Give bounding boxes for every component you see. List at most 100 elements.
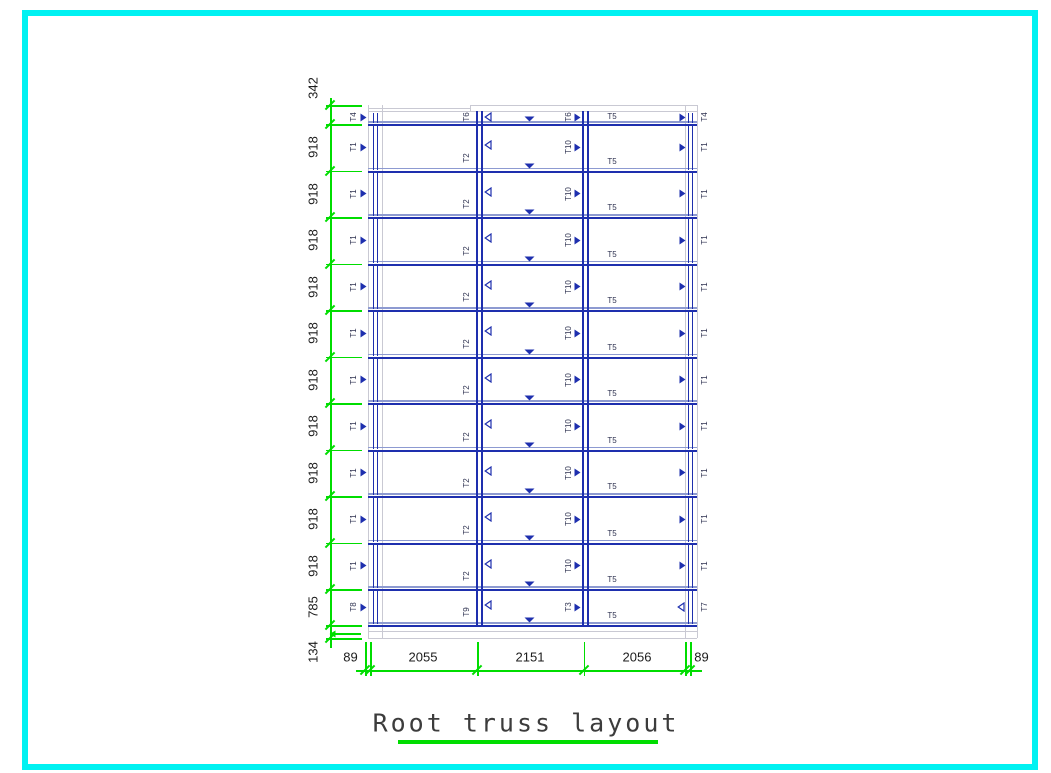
level-marker-down-icon <box>524 488 535 494</box>
truss-label-left: T1 <box>349 421 358 431</box>
truss-label-right: T1 <box>700 421 709 431</box>
dimension-label: 2056 <box>622 649 652 665</box>
chord-line-top <box>368 446 697 448</box>
truss-member-line <box>373 265 375 309</box>
truss-label-post: T2 <box>462 245 471 256</box>
extension-line <box>326 170 362 172</box>
chord-line-bottom <box>368 449 697 452</box>
extension-line <box>326 542 362 544</box>
outline-line <box>368 638 697 639</box>
truss-member-line <box>582 542 584 589</box>
chord-line-top <box>368 400 697 402</box>
dimension-label: 918 <box>305 275 321 298</box>
truss-member-line <box>377 358 379 402</box>
outline-line <box>368 108 470 109</box>
truss-label-right: T1 <box>700 514 709 524</box>
chord-line-bottom <box>368 310 697 312</box>
truss-label-span: T5 <box>607 575 617 584</box>
dimension-line <box>356 670 702 672</box>
outline-line <box>368 631 697 632</box>
truss-member-line <box>692 219 694 263</box>
truss-label-post: T2 <box>462 385 471 395</box>
dimension-label: 918 <box>305 415 321 438</box>
truss-member-line <box>582 263 584 310</box>
end-marker-right-icon <box>360 422 367 431</box>
end-marker-right-icon <box>679 375 686 384</box>
truss-member-line <box>688 405 690 449</box>
truss-member-line <box>373 113 375 123</box>
dimension-label: 342 <box>305 77 321 99</box>
chord-line-top <box>368 260 697 262</box>
splice-marker-left-icon <box>484 140 492 151</box>
truss-label-left: T1 <box>349 328 358 338</box>
truss-member-line <box>481 263 483 310</box>
truss-label-post: T10 <box>564 233 573 248</box>
truss-label-span: T5 <box>607 249 617 259</box>
truss-label-right: T4 <box>700 112 709 122</box>
end-marker-right-icon <box>679 329 686 338</box>
extension-line <box>326 449 362 451</box>
end-marker-right-icon <box>679 515 686 524</box>
level-marker-down-icon <box>524 349 535 355</box>
end-marker-right-icon <box>360 143 367 152</box>
extension-line <box>326 403 362 405</box>
chord-line-bottom <box>368 217 697 219</box>
truss-member-line <box>582 111 584 124</box>
truss-member-line <box>377 126 379 170</box>
truss-member-line <box>582 496 584 543</box>
truss-label-span: T5 <box>607 156 617 166</box>
truss-label-post: T10 <box>564 512 573 527</box>
dimension-arrow-left-icon <box>329 630 336 638</box>
truss-member-line <box>481 111 483 124</box>
end-marker-right-icon <box>360 515 367 524</box>
truss-label-span: T5 <box>607 611 617 620</box>
truss-member-line <box>692 591 694 624</box>
truss-label-post: T3 <box>564 602 573 612</box>
extension-line <box>365 642 367 676</box>
dimension-label: 2055 <box>408 649 438 665</box>
level-marker-down-icon <box>524 581 535 587</box>
truss-label-left: T1 <box>349 514 358 524</box>
truss-member-line <box>582 170 584 217</box>
end-marker-right-icon <box>360 603 367 612</box>
splice-marker-left-icon <box>484 186 492 197</box>
extension-line <box>326 638 362 640</box>
outline-line <box>470 105 471 111</box>
splice-marker-left-icon <box>484 558 492 569</box>
extension-line <box>326 356 362 358</box>
truss-label-post: T10 <box>564 279 573 294</box>
end-marker-right-icon <box>679 236 686 245</box>
truss-member-line <box>476 542 478 589</box>
level-marker-down-icon <box>524 535 535 541</box>
dimension-line <box>330 98 332 648</box>
truss-member-line <box>692 172 694 216</box>
dimension-label: 134 <box>305 641 321 663</box>
truss-label-post: T9 <box>462 607 471 617</box>
dimension-label: 918 <box>305 229 321 252</box>
truss-member-line <box>481 124 483 171</box>
truss-member-line <box>377 219 379 263</box>
truss-member-line <box>481 356 483 403</box>
chord-line-bottom <box>368 542 697 545</box>
truss-member-line <box>582 310 584 357</box>
truss-label-right: T1 <box>700 561 709 571</box>
truss-member-line <box>373 405 375 449</box>
truss-member-line <box>481 217 483 264</box>
dimension-label: 89 <box>343 649 358 665</box>
truss-member-line <box>377 591 379 624</box>
truss-member-line <box>476 403 478 450</box>
truss-label-left: T1 <box>349 282 358 292</box>
truss-label-post: T2 <box>462 571 471 581</box>
truss-label-left: T1 <box>349 375 358 385</box>
truss-member-line <box>587 403 589 450</box>
truss-label-left: T1 <box>349 142 358 152</box>
splice-marker-left-icon <box>484 419 492 430</box>
truss-member-line <box>688 451 690 495</box>
extension-line <box>370 642 372 676</box>
truss-member-line <box>688 219 690 263</box>
outline-line <box>685 105 686 638</box>
dimension-label: 918 <box>305 136 321 159</box>
outline-line <box>697 105 698 638</box>
truss-member-line <box>692 405 694 449</box>
end-marker-right-icon <box>574 561 581 570</box>
